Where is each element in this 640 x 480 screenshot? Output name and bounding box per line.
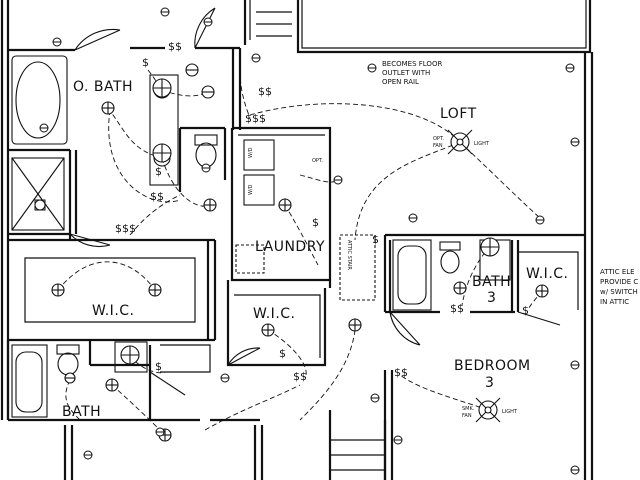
outlets [34, 7, 580, 475]
ceiling-fan-icon [475, 397, 501, 423]
note-attic-stair: ATTIC STAIR [346, 240, 352, 270]
light-fixture-icon [203, 198, 217, 212]
note-wd-2: W/D [248, 184, 254, 195]
outlet-icon [570, 137, 580, 147]
room-label-wic-center: W.I.C. [253, 306, 296, 322]
note-fan-bed-3: LIGHT [502, 409, 518, 415]
lights [51, 63, 549, 442]
note-floor-outlet-2: OUTLET WITH [382, 69, 430, 77]
exhaust-fan-icon [120, 345, 140, 365]
outlet-icon [535, 215, 545, 225]
note-fan-loft-1: OPT. [433, 136, 444, 142]
note-attic-3: w/ SWITCH [600, 288, 638, 296]
outlet-icon [203, 17, 213, 27]
note-floor-outlet-3: OPEN RAIL [382, 78, 419, 86]
switch-single: $ [372, 233, 379, 246]
outlet-icon [39, 123, 49, 133]
switch-double: $$ [150, 190, 164, 203]
switch-double: $$ [258, 85, 272, 98]
light-fixture-icon [348, 318, 362, 332]
note-opt: OPT. [312, 158, 323, 164]
switch-single: $ [142, 56, 149, 69]
outlet-icon [34, 199, 46, 211]
light-fixture-icon [64, 372, 76, 384]
note-fan-bed-1: SMK. [462, 406, 475, 412]
outlet-icon [52, 37, 62, 47]
switch-double: $$ [168, 40, 182, 53]
room-label-obath: O. BATH [73, 79, 133, 95]
outlet-icon [370, 393, 380, 403]
outlet-icon [83, 450, 93, 460]
light-fixture-icon [453, 281, 467, 295]
note-wd-1: W/D [248, 147, 254, 158]
light-fixture-icon [148, 283, 162, 297]
switch-double: $$ [394, 366, 408, 379]
room-label-loft: LOFT [440, 106, 477, 122]
switches: $$ $ $ $$ $$$ $$$ $$ $ $ $$ $ $ $$ $$ $ [115, 40, 529, 383]
light-fixture-icon [185, 63, 199, 77]
switch-single: $ [312, 216, 319, 229]
note-fan-bed-2: FAN [462, 413, 472, 419]
door-swings [69, 7, 561, 396]
outlet-icon [155, 427, 165, 437]
room-label-bath-bottom: BATH [62, 404, 101, 420]
room-label-wic-right: W.I.C. [526, 266, 569, 282]
room-label-bedroom3: BEDROOM [454, 358, 531, 374]
light-fixture-icon [105, 378, 119, 392]
note-attic-4: IN ATTIC [600, 298, 629, 306]
switch-double: $$ [450, 302, 464, 315]
light-fixture-icon [101, 101, 115, 115]
switch-double: $$ [293, 370, 307, 383]
outlet-icon [408, 213, 418, 223]
note-fan-loft-3: LIGHT [474, 141, 490, 147]
room-labels: O. BATH LOFT LAUNDRY W.I.C. W.I.C. W.I.C… [62, 79, 569, 420]
exhaust-fan-icon [480, 237, 500, 257]
light-fixture-icon [535, 284, 549, 298]
note-attic-2: PROVIDE C [600, 278, 638, 286]
switch-single: $ [522, 304, 529, 317]
switch-single: $ [279, 347, 286, 360]
outlet-icon [565, 63, 575, 73]
light-fixture-icon [201, 85, 215, 99]
exhaust-fan-icon [152, 143, 172, 163]
switch-triple: $$$ [115, 222, 136, 235]
room-label-bedroom3-num: 3 [485, 375, 494, 391]
outlet-icon [160, 7, 170, 17]
switch-single: $ [155, 165, 162, 178]
outlet-icon [570, 465, 580, 475]
note-fan-loft-2: FAN [433, 143, 443, 149]
outlet-icon [393, 435, 403, 445]
light-fixture-icon [278, 198, 292, 212]
switch-triple: $$$ [245, 112, 266, 125]
notes: BECOMES FLOOR OUTLET WITH OPEN RAIL ATTI… [248, 60, 638, 419]
light-fixture-icon [261, 323, 275, 337]
outlet-icon [220, 373, 230, 383]
outlet-icon [367, 63, 377, 73]
note-attic-1: ATTIC ELE [600, 268, 635, 276]
room-label-laundry: LAUNDRY [255, 239, 325, 255]
outlet-icon [570, 360, 580, 370]
note-floor-outlet-1: BECOMES FLOOR [382, 60, 442, 68]
light-fixture-icon [51, 283, 65, 297]
outlet-icon [201, 163, 211, 173]
walls [0, 0, 594, 480]
switch-single: $ [155, 360, 162, 373]
room-label-wic-main: W.I.C. [92, 303, 135, 319]
room-label-bath3: BATH [472, 274, 511, 290]
outlet-icon [333, 175, 343, 185]
exhaust-fan-icon [152, 78, 172, 98]
room-label-bath3-num: 3 [487, 290, 496, 306]
ceiling-fan-icon [447, 129, 473, 155]
outlet-icon [251, 53, 261, 63]
fixtures [11, 55, 511, 418]
